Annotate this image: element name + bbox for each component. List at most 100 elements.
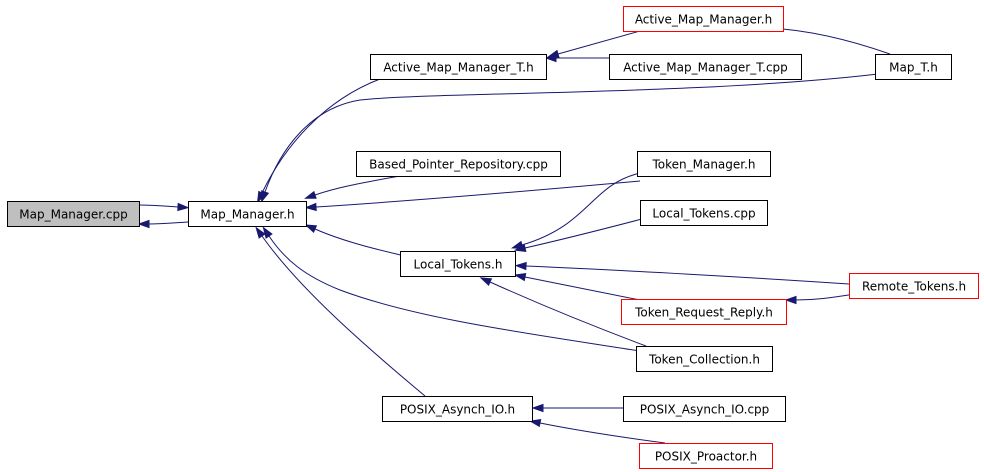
node-token-request-reply-h[interactable]: Token_Request_Reply.h [621, 299, 787, 325]
node-posix-asynch-io-h[interactable]: POSIX_Asynch_IO.h [382, 396, 533, 422]
edge-line [315, 180, 641, 208]
edge-posix-asynch-io-cpp-to-posix-asynch-io-h [531, 403, 623, 413]
arrowhead-icon [137, 219, 150, 229]
node-map-t-h[interactable]: Map_T.h [875, 54, 952, 80]
node-active-map-manager-h[interactable]: Active_Map_Manager.h [623, 6, 784, 32]
node-box[interactable] [636, 346, 773, 372]
node-label: Token_Collection.h [648, 353, 760, 367]
node-token-collection-h[interactable]: Token_Collection.h [636, 346, 773, 372]
arrowhead-icon [177, 202, 190, 212]
edge-token-request-reply-h-to-local-tokens-h [513, 273, 641, 301]
edge-line [521, 172, 641, 246]
node-based-pointer-repository-cpp[interactable]: Based_Pointer_Repository.cpp [356, 151, 561, 177]
node-box[interactable] [370, 54, 547, 80]
node-label: Remote_Tokens.h [862, 280, 966, 294]
edge-token-collection-h-to-map-manager-h [262, 226, 647, 353]
node-box[interactable] [356, 151, 561, 177]
node-label: POSIX_Proactor.h [655, 450, 757, 464]
node-label: Active_Map_Manager_T.cpp [623, 61, 788, 75]
node-map-manager-h[interactable]: Map_Manager.h [188, 201, 307, 227]
edge-active-map-manager-t-cpp-to-active-map-manager-t-h [544, 53, 610, 63]
node-label: Active_Map_Manager_T.h [383, 61, 533, 75]
edge-line [768, 27, 891, 55]
node-local-tokens-cpp[interactable]: Local_Tokens.cpp [640, 200, 768, 226]
node-posix-asynch-io-cpp[interactable]: POSIX_Asynch_IO.cpp [623, 396, 786, 422]
node-box[interactable] [621, 299, 787, 325]
node-label: Map_Manager.cpp [19, 208, 127, 222]
node-map-manager-cpp[interactable]: Map_Manager.cpp [7, 201, 140, 227]
node-box[interactable] [639, 443, 773, 469]
node-box[interactable] [400, 251, 516, 277]
edges-layer [137, 23, 891, 444]
edge-line [148, 221, 189, 225]
edge-line [525, 265, 850, 285]
arrowhead-icon [544, 53, 557, 63]
edge-line [795, 293, 856, 301]
edge-local-tokens-cpp-to-local-tokens-h [513, 218, 643, 252]
edge-line [138, 204, 179, 208]
edge-line [524, 276, 641, 301]
edge-map-t-h-to-map-manager-h [261, 73, 879, 203]
edge-line [314, 175, 401, 196]
node-label: Map_T.h [889, 61, 938, 75]
edge-map-manager-h-to-map-manager-cpp [137, 219, 189, 229]
node-token-manager-h[interactable]: Token_Manager.h [637, 151, 771, 177]
node-posix-proactor-h[interactable]: POSIX_Proactor.h [639, 443, 773, 469]
node-label: Based_Pointer_Repository.cpp [369, 158, 548, 172]
node-box[interactable] [609, 54, 802, 80]
node-label: Active_Map_Manager.h [635, 13, 772, 27]
node-box[interactable] [188, 201, 307, 227]
node-label: Local_Tokens.h [414, 258, 503, 272]
arrowhead-icon [304, 202, 317, 212]
node-label: POSIX_Asynch_IO.cpp [640, 403, 770, 417]
node-label: Local_Tokens.cpp [652, 207, 755, 221]
node-box[interactable] [623, 396, 786, 422]
edge-line [524, 218, 643, 249]
node-box[interactable] [640, 200, 768, 226]
node-box[interactable] [875, 54, 952, 80]
arrowhead-icon [262, 226, 273, 239]
arrowhead-icon [513, 243, 527, 252]
node-label: Token_Manager.h [651, 158, 755, 172]
node-box[interactable] [7, 201, 140, 227]
arrowhead-icon [531, 403, 544, 413]
edge-active-map-manager-h-to-active-map-manager-t-h [546, 30, 641, 58]
edge-line [264, 73, 879, 193]
node-box[interactable] [623, 6, 784, 32]
node-label: Map_Manager.h [200, 208, 294, 222]
edge-token-manager-h-to-map-manager-h [304, 180, 641, 212]
edge-remote-tokens-h-to-token-request-reply-h [784, 293, 856, 305]
edge-remote-tokens-h-to-local-tokens-h [514, 261, 850, 285]
edge-token-collection-h-to-local-tokens-h [479, 277, 647, 347]
arrowhead-icon [261, 190, 270, 203]
edge-posix-asynch-io-h-to-map-manager-h [255, 226, 426, 397]
arrowhead-icon [784, 295, 797, 305]
node-label: POSIX_Asynch_IO.h [400, 403, 515, 417]
edge-line [539, 422, 666, 444]
node-active-map-manager-t-h[interactable]: Active_Map_Manager_T.h [370, 54, 547, 80]
node-label: Token_Request_Reply.h [634, 306, 773, 320]
edge-map-manager-cpp-to-map-manager-h [138, 202, 190, 212]
edge-line [261, 235, 426, 397]
arrowhead-icon [304, 224, 318, 234]
edge-based-pointer-repository-cpp-to-map-manager-h [304, 175, 401, 199]
edge-local-tokens-h-to-map-manager-h [304, 224, 406, 257]
edge-line [557, 30, 641, 55]
edge-line [489, 281, 647, 347]
edge-posix-proactor-h-to-posix-asynch-io-h [528, 419, 666, 444]
arrowhead-icon [255, 226, 266, 239]
node-local-tokens-h[interactable]: Local_Tokens.h [400, 251, 516, 277]
node-box[interactable] [382, 396, 533, 422]
node-remote-tokens-h[interactable]: Remote_Tokens.h [849, 273, 979, 299]
arrowhead-icon [304, 190, 317, 199]
node-box[interactable] [637, 151, 771, 177]
node-box[interactable] [849, 273, 979, 299]
edge-token-manager-h-to-local-tokens-h [510, 172, 641, 249]
arrowhead-icon [479, 277, 493, 287]
nodes-layer: Map_Manager.cpp Map_Manager.h Active_Map_M… [7, 6, 979, 469]
arrowhead-icon [514, 261, 527, 271]
edge-line [314, 228, 406, 257]
node-active-map-manager-t-cpp[interactable]: Active_Map_Manager_T.cpp [609, 54, 802, 80]
edge-line [268, 235, 647, 353]
